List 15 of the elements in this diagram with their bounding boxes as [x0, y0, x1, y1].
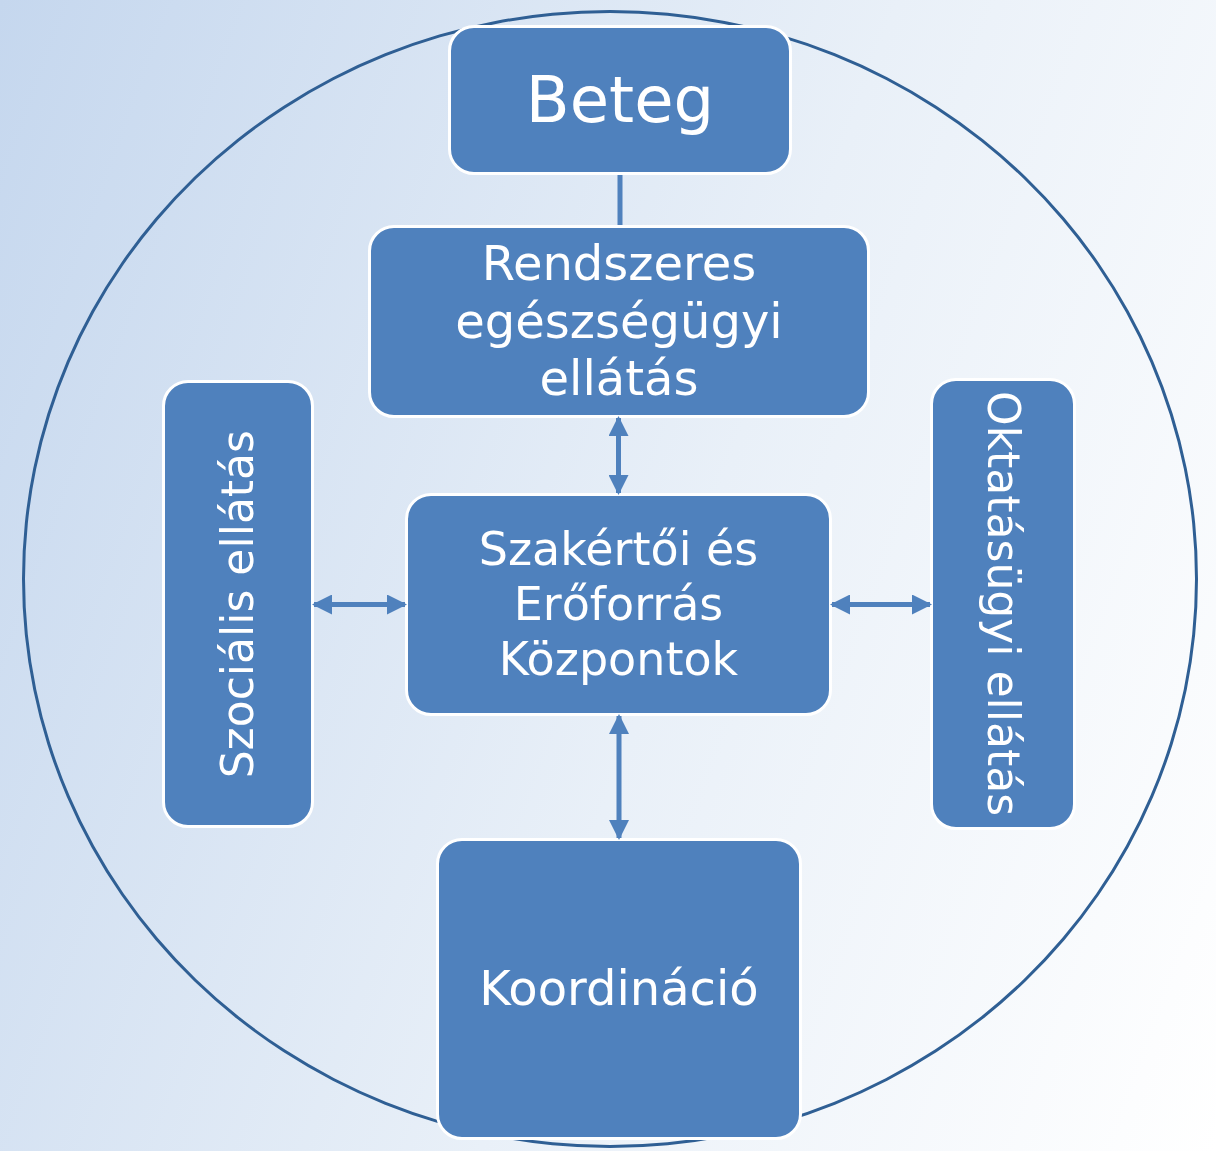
process-box — [368, 225, 870, 418]
box-label: Oktatásügyi ellátás — [977, 391, 1030, 817]
connector-line — [617, 175, 623, 225]
process-box — [162, 380, 314, 828]
box-label: Rendszeres egészségügyi ellátás — [454, 235, 784, 408]
process-box — [930, 378, 1076, 830]
box-label: Koordináció — [479, 960, 759, 1018]
double-arrow — [312, 594, 407, 615]
double-arrow — [830, 594, 932, 615]
box-label: Beteg — [525, 61, 715, 139]
box-label: Szakértői és Erőforrás Központok — [477, 521, 760, 688]
process-box — [405, 493, 832, 716]
box-label: Szociális ellátás — [211, 429, 264, 779]
double-arrow — [609, 714, 629, 840]
double-arrow — [608, 416, 629, 495]
